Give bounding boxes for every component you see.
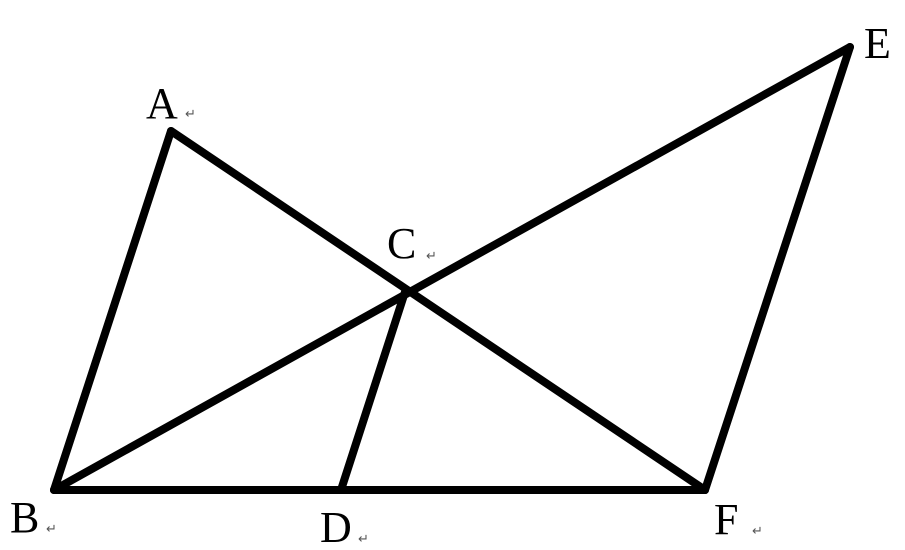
label-b: B [10, 493, 39, 542]
label-a: A [146, 79, 178, 128]
label-c: C [387, 219, 416, 268]
return-mark-d: ↵ [358, 532, 369, 547]
label-d: D [320, 503, 352, 550]
return-mark-c: ↵ [426, 249, 437, 264]
return-mark-f: ↵ [752, 524, 763, 539]
return-mark-a: ↵ [185, 107, 196, 122]
segment-cd [337, 288, 409, 494]
return-mark-b: ↵ [46, 522, 57, 537]
label-f: F [714, 495, 738, 544]
label-e: E [864, 19, 891, 68]
segment-af [167, 127, 709, 494]
segment-ab [50, 127, 175, 494]
segment-be [50, 43, 854, 494]
segment-ef [701, 43, 854, 494]
